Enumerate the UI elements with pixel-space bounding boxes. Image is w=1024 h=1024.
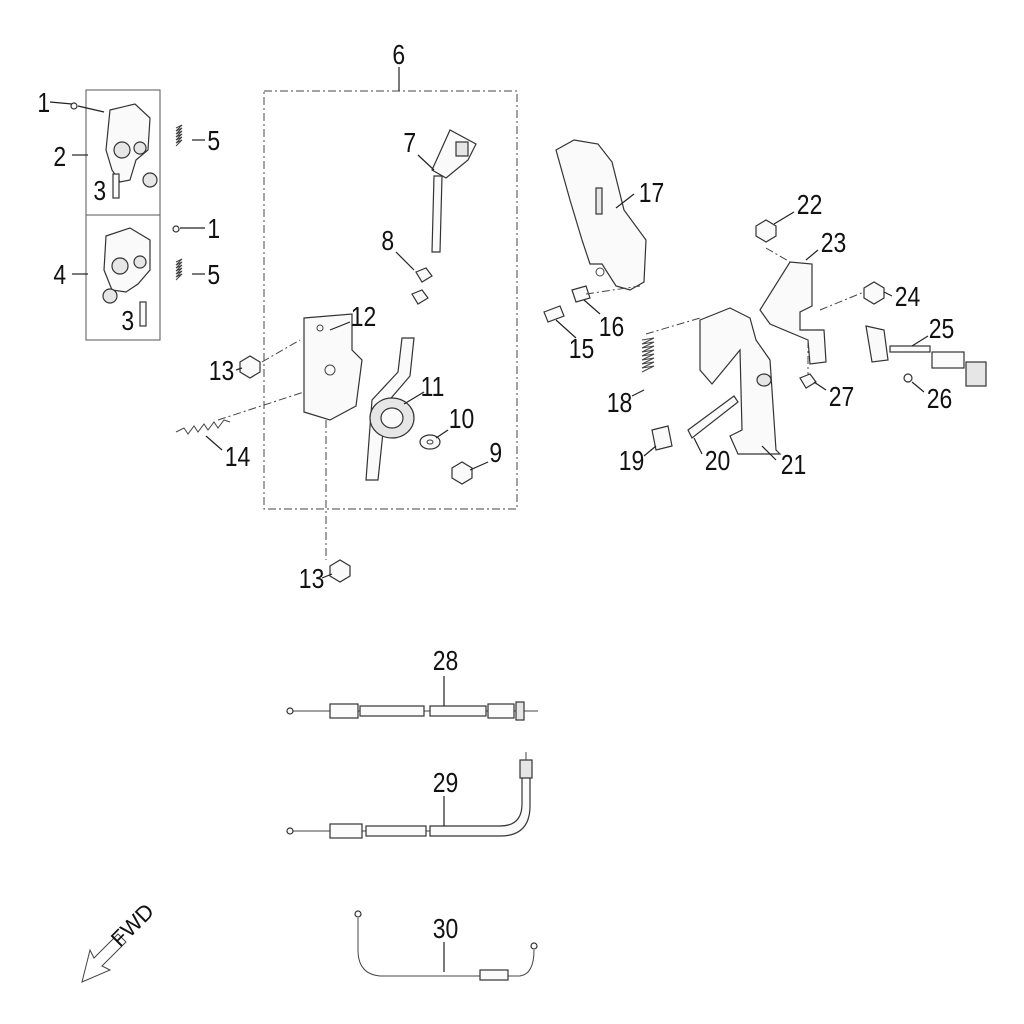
- callout-13-upper: 13: [209, 356, 235, 387]
- pedal-assembly-group: [543, 139, 987, 461]
- cable-30: [354, 910, 538, 981]
- bolt-15: [543, 305, 565, 323]
- callout-3-lower: 3: [121, 306, 134, 337]
- bolt-9: [451, 461, 473, 485]
- callout-24: 24: [895, 282, 921, 313]
- callout-21: 21: [781, 450, 807, 481]
- callout-30: 30: [433, 914, 459, 945]
- callout-16: 16: [599, 312, 625, 343]
- spring-lower: [175, 258, 183, 281]
- washer-16: [571, 285, 591, 303]
- cable-28: [286, 676, 538, 721]
- lever-assembly-group: [263, 67, 518, 510]
- fwd-arrow: FWD: [81, 898, 159, 983]
- callout-26: 26: [927, 384, 953, 415]
- callout-6: 6: [392, 40, 405, 71]
- screw-lower: [172, 225, 180, 233]
- callout-14: 14: [225, 442, 251, 473]
- callout-22: 22: [797, 190, 823, 221]
- callout-labels: 1 2 3 5 1 4 5 3 6 7 8 12 11 10 9 13 14 1…: [37, 40, 954, 945]
- fwd-label: FWD: [106, 898, 159, 951]
- callout-10: 10: [449, 404, 475, 435]
- screw-26: [903, 373, 913, 383]
- callout-12: 12: [351, 302, 377, 333]
- hinge-lower: [102, 227, 151, 327]
- switch: [865, 325, 987, 387]
- callout-5-upper: 5: [207, 126, 220, 157]
- callout-18: 18: [607, 388, 633, 419]
- screw-upper: [70, 102, 78, 110]
- bolt-20: [687, 395, 739, 439]
- lever-handle: [431, 129, 477, 253]
- callout-1-upper: 1: [37, 88, 50, 119]
- callout-25: 25: [929, 314, 955, 345]
- callout-23: 23: [821, 228, 847, 259]
- hinge-assembly-group: [49, 89, 205, 341]
- callout-17: 17: [639, 178, 665, 209]
- callout-20: 20: [705, 446, 731, 477]
- cable-29: [286, 752, 533, 839]
- callout-8: 8: [381, 226, 394, 257]
- callout-3-upper: 3: [93, 176, 106, 207]
- callout-15: 15: [569, 334, 595, 365]
- bracket: [303, 313, 363, 421]
- bolt-13-upper: [239, 355, 261, 379]
- callout-4: 4: [53, 260, 66, 291]
- callout-28: 28: [433, 646, 459, 677]
- callout-5-lower: 5: [207, 260, 220, 291]
- washer: [419, 434, 441, 450]
- callout-11: 11: [421, 372, 445, 403]
- nut-27: [799, 373, 817, 389]
- callout-27: 27: [829, 382, 855, 413]
- bolt-13-lower: [329, 559, 351, 583]
- callout-2: 2: [53, 142, 66, 173]
- hinge-upper: [105, 103, 158, 199]
- lever-arm: [365, 337, 415, 481]
- callout-13-lower: 13: [299, 564, 325, 595]
- nut-upper: [415, 267, 433, 283]
- nut-24: [863, 281, 885, 305]
- spring-14: [175, 419, 231, 435]
- lever-group-box: [263, 90, 518, 510]
- plate-19: [651, 425, 673, 451]
- callout-7: 7: [403, 128, 416, 159]
- bracket-23: [759, 261, 827, 365]
- callout-29: 29: [433, 768, 459, 799]
- bolt-22: [755, 219, 777, 243]
- callout-19: 19: [619, 446, 645, 477]
- spring-upper: [175, 124, 183, 147]
- cover: [555, 139, 647, 291]
- callout-1-lower: 1: [207, 214, 220, 245]
- pedal: [699, 307, 782, 455]
- callout-9: 9: [489, 438, 502, 469]
- nut-lower: [411, 289, 429, 305]
- spring-18: [641, 337, 655, 373]
